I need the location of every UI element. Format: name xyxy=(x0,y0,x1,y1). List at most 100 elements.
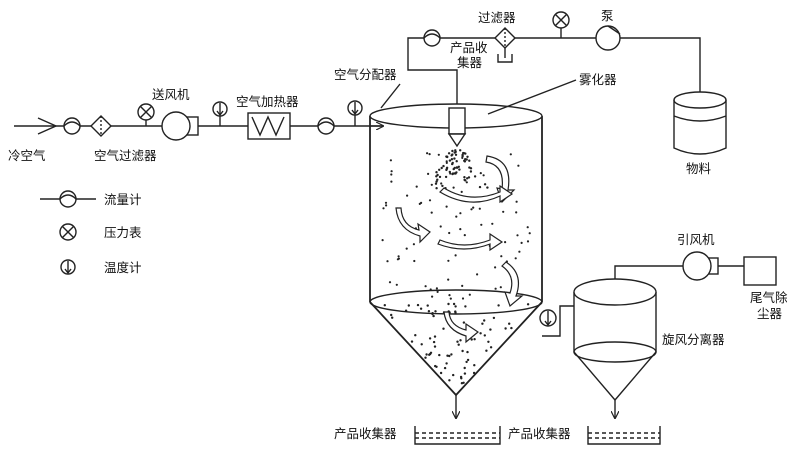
spray-dot xyxy=(466,177,469,180)
spray-dot xyxy=(432,314,435,318)
spray-dot xyxy=(431,295,434,298)
spray-dot xyxy=(442,164,445,168)
spray-dot xyxy=(479,332,482,335)
spray-dot xyxy=(462,321,466,324)
cold-air-label: 冷空气 xyxy=(8,148,46,163)
product-collector-right xyxy=(587,426,661,445)
thermometer-icon xyxy=(212,101,228,126)
spray-dot xyxy=(464,152,467,155)
spray-dot xyxy=(424,285,427,288)
exhaust-pipe xyxy=(542,305,574,337)
spray-dot xyxy=(483,334,486,337)
spray-dot xyxy=(497,304,500,307)
spray-dot xyxy=(437,153,440,156)
product-collector-top-line1: 产品收 xyxy=(450,40,488,55)
spray-dot xyxy=(469,167,473,170)
spray-dot xyxy=(456,340,459,343)
spray-dot xyxy=(528,232,531,235)
spray-dot xyxy=(454,153,458,156)
product-collector-right-label: 产品收集器 xyxy=(508,426,571,441)
spray-dot xyxy=(489,346,493,349)
spray-dot xyxy=(514,257,517,260)
spray-dot xyxy=(473,364,476,367)
spray-dot xyxy=(383,304,386,307)
spray-dot xyxy=(390,180,393,183)
spray-dot xyxy=(385,204,388,207)
tail-gas-label-line2: 尘器 xyxy=(757,306,783,321)
spray-dot xyxy=(459,339,462,342)
spray-dot xyxy=(452,302,456,306)
spray-dot xyxy=(434,310,437,313)
pressure-gauge-icon xyxy=(59,223,77,241)
spray-dot xyxy=(439,371,443,375)
atomizer-label: 雾化器 xyxy=(579,72,617,87)
spray-dot xyxy=(440,166,443,170)
spray-dot xyxy=(461,297,465,300)
spray-dot xyxy=(436,173,439,177)
spray-dot xyxy=(472,206,475,209)
pressure-gauge-icon xyxy=(552,11,570,38)
spray-dot xyxy=(439,225,442,228)
spray-dot xyxy=(413,259,416,263)
airflow-arrow xyxy=(437,232,504,252)
pressure-gauge-icon xyxy=(137,103,155,126)
spray-dot xyxy=(438,175,442,179)
spray-dot xyxy=(391,316,394,319)
spray-dot xyxy=(438,168,441,171)
air-filter xyxy=(90,115,112,137)
spray-dot xyxy=(390,173,393,176)
spray-dot xyxy=(390,313,393,317)
spray-dot xyxy=(464,158,467,161)
material-label: 物料 xyxy=(686,161,712,176)
cold-air-inlet xyxy=(14,117,58,135)
spray-dot xyxy=(448,294,451,297)
feed-filter xyxy=(494,27,516,49)
spray-dot xyxy=(460,377,463,380)
spray-dot xyxy=(454,254,457,257)
spray-dot xyxy=(449,172,452,175)
spray-dot xyxy=(461,153,464,157)
atomizer-pointer xyxy=(487,79,577,115)
spray-dot xyxy=(454,149,457,152)
fan-pipe xyxy=(614,265,683,279)
airflow-arrow xyxy=(501,261,524,308)
spray-dot xyxy=(382,207,385,210)
spray-dot xyxy=(515,200,518,203)
thermometer-icon xyxy=(60,259,76,275)
spray-dot xyxy=(467,176,471,179)
spray-dot xyxy=(466,155,469,158)
spray-dot xyxy=(443,366,447,370)
spray-dot xyxy=(463,372,467,375)
spray-dot xyxy=(515,211,518,214)
cyclone-separator xyxy=(573,278,657,418)
spray-dot xyxy=(485,349,488,352)
spray-dot xyxy=(459,212,462,215)
spray-dot xyxy=(510,326,513,330)
flowmeter-icon xyxy=(63,117,81,135)
spray-dot xyxy=(424,356,427,359)
spray-dot xyxy=(426,304,429,307)
legend-pressure-gauge: 压力表 xyxy=(59,223,142,241)
thermometer-icon xyxy=(539,309,557,327)
spray-dot xyxy=(450,158,454,161)
air-heater xyxy=(247,112,291,140)
legend-label: 压力表 xyxy=(104,225,142,240)
spray-dot xyxy=(486,186,489,189)
spray-dot xyxy=(430,183,433,186)
spray-dot xyxy=(440,182,443,185)
spray-dot xyxy=(454,310,457,313)
spray-dot xyxy=(453,157,456,160)
spray-dot xyxy=(410,340,414,343)
airflow-arrow xyxy=(439,184,514,204)
spray-dot xyxy=(427,172,430,175)
spray-dot xyxy=(386,260,389,263)
spray-dot xyxy=(502,210,505,213)
spray-dot xyxy=(384,201,388,204)
spray-dot xyxy=(414,334,417,337)
spray-dot xyxy=(476,273,479,276)
spray-dot xyxy=(390,170,393,173)
spray-dot xyxy=(459,228,462,231)
legend-flowmeter: 流量计 xyxy=(40,190,142,208)
spray-dot xyxy=(473,338,476,341)
spray-dot xyxy=(458,168,461,171)
